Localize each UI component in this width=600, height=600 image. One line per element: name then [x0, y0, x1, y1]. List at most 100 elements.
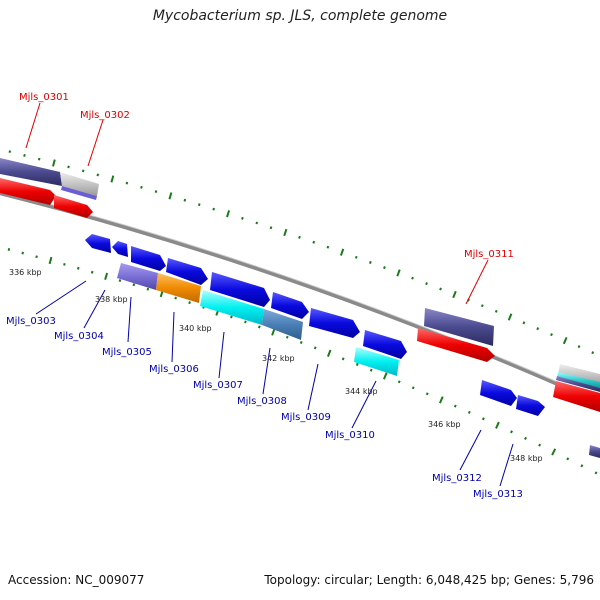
- genome-backbone: [0, 191, 600, 405]
- outer-tick: [110, 175, 115, 183]
- outer-tick: [23, 153, 26, 157]
- inner-tick: [382, 372, 388, 380]
- outer-tick: [241, 216, 244, 220]
- gene-blue-c[interactable]: [131, 246, 166, 271]
- gene-red-3[interactable]: [417, 328, 495, 362]
- label-mjls-0309[interactable]: Mjls_0309: [281, 412, 331, 423]
- gene-edge-teal[interactable]: [557, 372, 600, 388]
- inner-tick: [146, 287, 150, 291]
- label-mjls-0306[interactable]: Mjls_0306: [149, 364, 199, 375]
- outer-tick: [494, 309, 498, 313]
- inner-tick: [495, 421, 500, 429]
- callout-mjls-0307: [218, 331, 225, 379]
- outer-tick: [562, 336, 568, 345]
- genome-summary-text: Topology: circular; Length: 6,048,425 bp…: [264, 573, 594, 587]
- inner-tick: [285, 335, 289, 339]
- callout-mjls-0313: [499, 443, 514, 487]
- inner-tick: [7, 248, 11, 251]
- label-mjls-0310[interactable]: Mjls_0310: [325, 430, 375, 441]
- inner-tick: [369, 368, 373, 372]
- callout-mjls-0311: [465, 259, 489, 305]
- gene-mjls-0301[interactable]: [0, 158, 62, 186]
- label-mjls-0311[interactable]: Mjls_0311: [464, 249, 514, 260]
- label-mjls-0304[interactable]: Mjls_0304: [54, 331, 104, 342]
- gene-edge-lower[interactable]: [589, 445, 600, 458]
- callout-mjls-0305: [127, 296, 132, 343]
- inner-tick: [438, 396, 444, 404]
- gene-mjls-0306[interactable]: [156, 273, 201, 303]
- accession-text: Accession: NC_009077: [8, 573, 145, 587]
- label-mjls-0312[interactable]: Mjls_0312: [432, 473, 482, 484]
- outer-tick: [255, 221, 259, 225]
- genome-backbone-highlight: [0, 190, 600, 402]
- gene-edge-red[interactable]: [553, 381, 600, 412]
- outer-tick: [439, 287, 442, 291]
- callout-mjls-0304: [83, 289, 106, 329]
- outer-tick: [312, 240, 316, 244]
- outer-tick: [212, 207, 215, 211]
- outer-tick: [96, 173, 100, 177]
- label-mjls-0302[interactable]: Mjls_0302: [80, 110, 130, 121]
- inner-tick: [594, 471, 598, 475]
- gene-blue-j[interactable]: [516, 395, 545, 416]
- gene-blue-a[interactable]: [85, 234, 111, 253]
- inner-tick: [188, 301, 191, 305]
- inner-tick: [76, 266, 80, 270]
- kbp-label-336: 336 kbp: [9, 268, 42, 277]
- gene-mjls-0310[interactable]: [354, 347, 399, 376]
- callout-mjls-0312: [459, 429, 482, 471]
- inner-tick: [104, 272, 109, 280]
- gene-blue-e[interactable]: [210, 272, 270, 307]
- gene-mjls-0307[interactable]: [200, 290, 264, 325]
- gene-blue-h[interactable]: [363, 330, 407, 359]
- label-mjls-0301[interactable]: Mjls_0301: [19, 92, 69, 103]
- outer-tick: [354, 255, 358, 259]
- label-mjls-0307[interactable]: Mjls_0307: [193, 380, 243, 391]
- gene-mjls-0305[interactable]: [117, 263, 158, 290]
- gene-blue-d[interactable]: [166, 258, 208, 285]
- label-mjls-0313[interactable]: Mjls_0313: [473, 489, 523, 500]
- inner-tick: [244, 320, 247, 324]
- gene-blue-i[interactable]: [480, 380, 517, 406]
- inner-tick: [481, 417, 485, 421]
- callout-mjls-0309: [307, 363, 319, 411]
- inner-tick: [118, 279, 122, 282]
- label-mjls-0308[interactable]: Mjls_0308: [237, 396, 287, 407]
- outer-tick: [522, 321, 526, 325]
- label-mjls-0305[interactable]: Mjls_0305: [102, 347, 152, 358]
- outer-tick: [536, 327, 540, 331]
- inner-tick: [566, 457, 570, 461]
- outer-tick: [411, 276, 414, 280]
- gene-mjls-0302-inner: [61, 186, 97, 200]
- inner-tick: [63, 262, 66, 266]
- gene-blue-f[interactable]: [271, 292, 309, 319]
- outer-tick: [383, 266, 386, 270]
- gene-mjls-0302[interactable]: [60, 172, 99, 196]
- outer-tick: [283, 228, 288, 237]
- label-mjls-0303[interactable]: Mjls_0303: [6, 316, 56, 327]
- outer-tick: [52, 159, 56, 167]
- gene-edge-purple[interactable]: [556, 376, 600, 392]
- inner-tick-track: [7, 248, 598, 475]
- inner-tick: [355, 362, 359, 366]
- gene-red-1[interactable]: [0, 178, 56, 205]
- inner-tick: [397, 380, 401, 384]
- inner-tick: [90, 270, 94, 274]
- gene-blue-g[interactable]: [309, 308, 360, 338]
- gene-mjls-0308[interactable]: [262, 309, 303, 340]
- kbp-label-340: 340 kbp: [179, 324, 212, 333]
- outer-tick: [480, 304, 484, 308]
- outer-tick: [168, 192, 173, 200]
- inner-tick: [48, 256, 53, 265]
- inner-tick: [425, 392, 429, 396]
- callout-mjls-0302: [87, 119, 104, 167]
- gene-red-2[interactable]: [54, 195, 93, 218]
- gene-blue-b[interactable]: [112, 241, 128, 257]
- inner-tick: [453, 404, 457, 408]
- gene-mjls-0311[interactable]: [424, 308, 494, 346]
- genome-title: Mycobacterium sp. JLS, complete genome: [152, 8, 448, 24]
- callout-mjls-0306: [171, 311, 175, 363]
- outer-tick: [269, 226, 273, 230]
- inner-tick: [510, 430, 513, 434]
